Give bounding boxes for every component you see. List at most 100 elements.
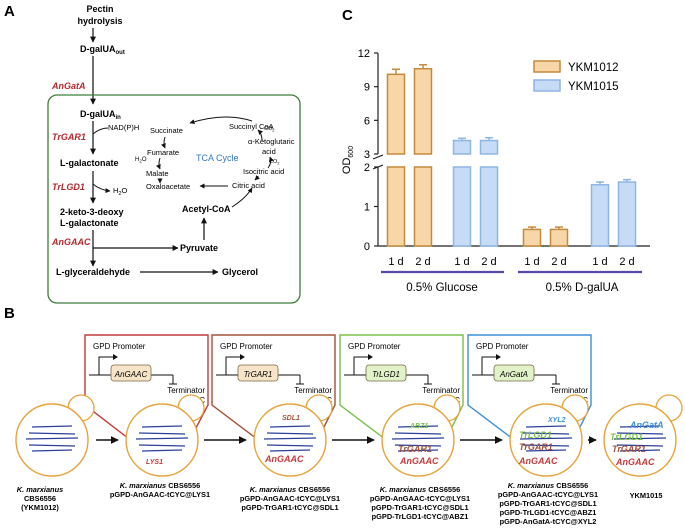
- panel-label-c: C: [342, 7, 353, 24]
- y-tick-label: 12: [358, 48, 370, 60]
- glycerol-label: Glycerol: [222, 267, 258, 277]
- legend-swatch-ykm1015: [533, 79, 561, 92]
- bar-lower-segment: [452, 166, 472, 247]
- malate-label: Malate: [146, 169, 169, 178]
- axis-break-mark: [372, 154, 384, 160]
- promoter-arrow: [353, 356, 370, 375]
- bar-upper-segment: [386, 73, 406, 155]
- tca-cycle: TCA Cycle Succinyl CoA Succinate Fumarat…: [135, 116, 295, 191]
- chromosome-line: [613, 437, 667, 440]
- arrow-akg-succinylcoa: [257, 129, 263, 141]
- terminator-label: Terminator: [550, 386, 588, 395]
- y-tick-label: 9: [364, 82, 370, 94]
- chromosome-line: [28, 444, 76, 447]
- chromosome-line: [266, 432, 314, 435]
- chromosome-line: [391, 437, 445, 440]
- y-tick-label: 0: [364, 241, 370, 253]
- gpd-promoter-label: GPD Promoter: [93, 342, 146, 351]
- chromosome-line: [31, 425, 73, 428]
- succinyl-coa-label: Succinyl CoA: [229, 122, 274, 131]
- terminator-label: Terminator: [294, 386, 332, 395]
- bar-upper-segment: [452, 139, 472, 155]
- insert-gene-label: AnGAAC: [114, 370, 148, 379]
- insert-gene-box: [493, 364, 535, 382]
- chromosome-line: [269, 449, 311, 452]
- strain-desc-line: pGPD-AnGAAC-tCYC@LYS1: [110, 490, 210, 499]
- tca-water-label: H2O: [135, 157, 147, 164]
- dgalua-in-label: D-galUAin: [80, 109, 121, 121]
- strain-desc-line: YKM1015: [630, 491, 663, 500]
- arrow-acetylcoa-citric: [231, 187, 253, 208]
- promoter-arrowhead: [240, 354, 245, 360]
- integrated-gene-label: TrGAR1: [612, 444, 646, 454]
- bar: [617, 181, 637, 247]
- bar-lower-segment: [413, 166, 433, 247]
- promoter-arrowhead: [113, 354, 118, 360]
- arrow-citric-isocitric: [254, 175, 260, 181]
- integrated-gene-label: TrGAR1: [519, 442, 553, 452]
- chart-bars: [386, 64, 637, 247]
- chromosome-line: [141, 425, 183, 428]
- gpd-promoter-label: GPD Promoter: [348, 342, 401, 351]
- chromosome-line: [619, 425, 661, 428]
- tca-cycle-label: TCA Cycle: [196, 153, 239, 163]
- strain-desc-line: pGPD-TrLGD1-tCYC@ABZ1: [372, 512, 469, 521]
- chromosome-line: [138, 432, 186, 435]
- chromosome-line: [31, 449, 73, 452]
- y-tick-label: 1: [364, 202, 370, 214]
- insert-gene-box: [365, 364, 407, 382]
- insert-gene-box: [237, 364, 279, 382]
- bar-lower-segment: [479, 166, 499, 247]
- legend-label-ykm1012: YKM1012: [568, 62, 619, 74]
- chromosome-line: [135, 437, 189, 440]
- chromosome-line: [397, 425, 439, 428]
- integrated-gene-label: SDL1: [282, 415, 300, 422]
- chromosome-line: [522, 432, 570, 435]
- arrow-isocitric-akg: [267, 156, 274, 169]
- insert-gene-box: [110, 364, 152, 382]
- dgalua-out-label: D-galUAout: [80, 44, 125, 56]
- insert-gene-label: AnGatA: [499, 370, 528, 379]
- gene-angata: AnGatA: [51, 81, 86, 91]
- integrated-gene-label: AnGAAC: [264, 454, 304, 464]
- cell-membrane-box: [47, 94, 301, 304]
- gpd-promoter-label: GPD Promoter: [220, 342, 273, 351]
- x-tick-label: 1 d: [524, 256, 539, 268]
- bar-lower-segment: [386, 166, 406, 247]
- strain-desc-line: (YKM1012): [21, 503, 59, 512]
- chromosome-line: [522, 444, 570, 447]
- strain-species-line: K. marxianus CBS6556: [250, 485, 331, 494]
- chromosome-line: [138, 444, 186, 447]
- fumarate-label: Fumarate: [147, 148, 179, 157]
- strain-desc-line: pGPD-TrGAR1-tCYC@SDL1: [241, 503, 338, 512]
- integrated-gene-label: AnGAAC: [615, 457, 655, 467]
- y-tick-label: 3: [364, 149, 370, 161]
- kdg-label-1: 2-keto-3-deoxy: [60, 207, 124, 217]
- gene-angaac: AnGAAC: [51, 237, 91, 247]
- bar: [590, 184, 610, 247]
- strain-species-line: K. marxianus CBS6556: [120, 481, 201, 490]
- strain-desc-line: pGPD-AnGatA-tCYC@XYL2: [500, 517, 597, 526]
- terminator-label: Terminator: [167, 386, 205, 395]
- chromosome-line: [25, 437, 79, 440]
- y-tick-label: 6: [364, 115, 370, 127]
- glyceraldehyde-label: L-glyceraldehyde: [56, 267, 130, 277]
- gene-constructs: GPD PromoterAnGAACTerminatorCYCGPD Promo…: [84, 334, 592, 446]
- legend-swatch-ykm1012: [533, 60, 561, 73]
- integrated-gene-label: AnGAAC: [399, 456, 439, 466]
- promoter-arrowhead: [496, 354, 501, 360]
- chart-ylabel: OD600: [341, 146, 355, 174]
- group-label-glucose: 0.5% Glucose: [406, 282, 478, 294]
- chromosome-line: [519, 437, 573, 440]
- isocitric-acid-label: Isocitric acid: [243, 167, 284, 176]
- yeast-cell: [125, 403, 199, 477]
- x-tick-label: 2 d: [481, 256, 496, 268]
- pectin-label: Pectin: [86, 4, 113, 14]
- akg-label-2: acid: [262, 147, 276, 156]
- strain-desc-line: pGPD-TrLGD1-tCYC@ABZ1: [500, 508, 597, 517]
- yeast-cells: LYS1SDL1AnGAACABZ1TrGAR1AnGAACXYL2TrLGD1…: [15, 394, 683, 477]
- integrated-gene-label: ABZ1: [409, 423, 428, 430]
- chromosome-line: [394, 432, 442, 435]
